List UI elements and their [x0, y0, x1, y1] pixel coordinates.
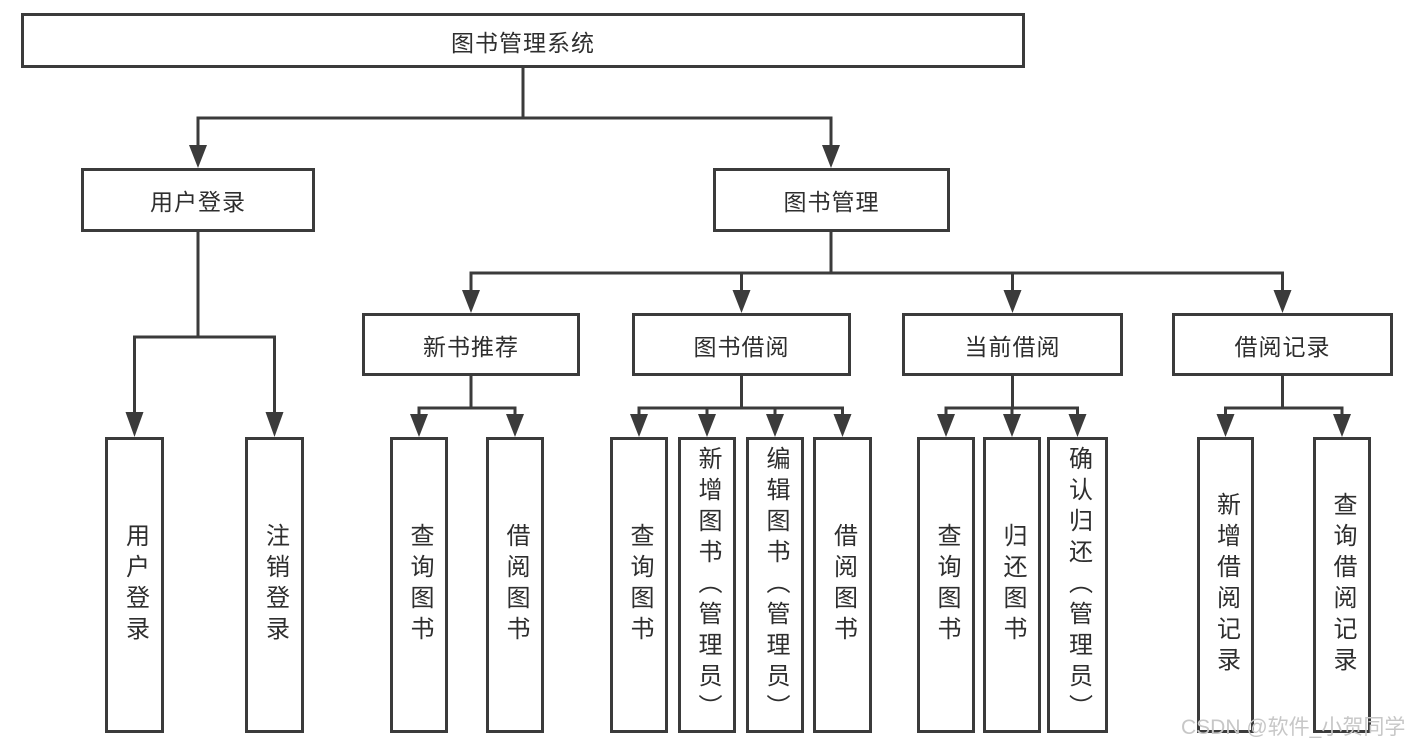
leaf-borrowing-borrow-books-label: 借阅图书	[829, 523, 857, 647]
node-user-login: 用户登录	[81, 168, 315, 232]
leaf-logout: 注销登录	[245, 437, 304, 733]
leaf-newbook-query-books-label: 查询图书	[406, 523, 433, 647]
leaf-current-confirm-return-admin: 确认归还（管理员）	[1047, 437, 1108, 733]
leaf-current-query-books: 查询图书	[917, 437, 975, 733]
leaf-borrowing-add-books-admin-label: 新增图书（管理员）	[694, 445, 721, 725]
leaf-borrowing-add-books-admin: 新增图书（管理员）	[678, 437, 736, 733]
node-book-borrowing: 图书借阅	[632, 313, 851, 376]
leaf-borrowing-borrow-books: 借阅图书	[813, 437, 872, 733]
node-borrowing-records: 借阅记录	[1172, 313, 1393, 376]
node-book-borrowing-label: 图书借阅	[693, 333, 790, 360]
node-new-book-recommend-label: 新书推荐	[423, 333, 519, 360]
leaf-records-query-borrow-record: 查询借阅记录	[1313, 437, 1371, 733]
leaf-borrowing-edit-books-admin-label: 编辑图书（管理员）	[762, 445, 789, 725]
leaf-borrowing-query-books-label: 查询图书	[626, 523, 653, 647]
node-new-book-recommend: 新书推荐	[362, 313, 580, 376]
node-book-management-label: 图书管理	[783, 189, 880, 215]
leaf-newbook-query-books: 查询图书	[390, 437, 448, 733]
leaf-current-return-books-label: 归还图书	[999, 523, 1026, 647]
node-current-borrowing-label: 当前借阅	[964, 333, 1061, 360]
node-current-borrowing: 当前借阅	[902, 313, 1123, 376]
leaf-borrowing-edit-books-admin: 编辑图书（管理员）	[746, 437, 804, 733]
leaf-newbook-borrow-books: 借阅图书	[486, 437, 544, 733]
node-book-management: 图书管理	[713, 168, 950, 232]
leaf-user-login-label: 用户登录	[121, 523, 149, 647]
node-borrowing-records-label: 借阅记录	[1234, 333, 1331, 360]
node-root-label: 图书管理系统	[451, 29, 595, 56]
leaf-logout-label: 注销登录	[261, 523, 289, 647]
leaf-records-add-borrow-record: 新增借阅记录	[1197, 437, 1254, 733]
leaf-records-add-borrow-record-label: 新增借阅记录	[1212, 492, 1240, 678]
leaf-borrowing-query-books: 查询图书	[610, 437, 668, 733]
leaf-user-login: 用户登录	[105, 437, 164, 733]
leaf-records-query-borrow-record-label: 查询借阅记录	[1329, 492, 1356, 678]
node-user-login-label: 用户登录	[150, 189, 246, 215]
leaf-current-query-books-label: 查询图书	[933, 523, 960, 647]
leaf-current-confirm-return-admin-label: 确认归还（管理员）	[1064, 445, 1092, 725]
leaf-current-return-books: 归还图书	[983, 437, 1041, 733]
csdn-watermark: CSDN @软件_小贺同学	[1181, 716, 1405, 739]
node-root: 图书管理系统	[21, 13, 1025, 68]
leaf-newbook-borrow-books-label: 借阅图书	[502, 523, 529, 647]
